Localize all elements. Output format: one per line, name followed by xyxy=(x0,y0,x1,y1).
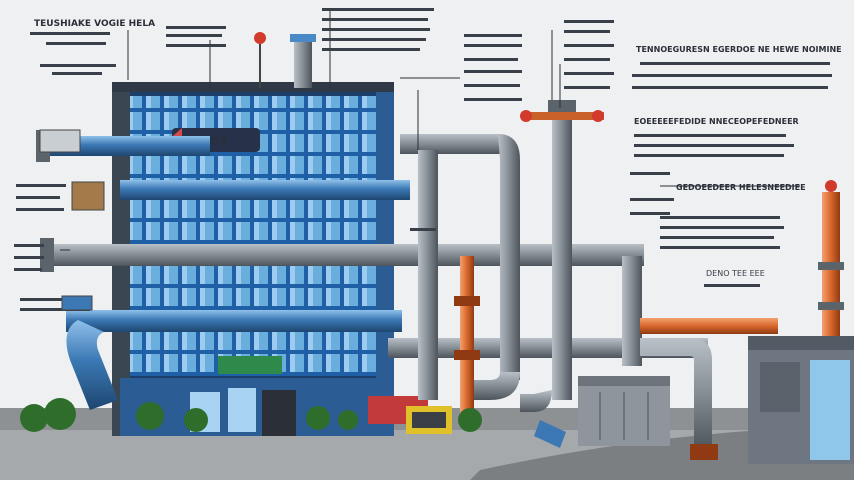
pipe-network xyxy=(36,100,778,460)
roof-warning-light xyxy=(254,32,266,44)
transformer-box xyxy=(578,376,670,446)
pipe-bottom-left-blue xyxy=(66,320,118,410)
fallen-pipe-segment xyxy=(534,420,566,448)
pipe-vertical-grey-a xyxy=(418,150,438,400)
pipe-horizontal-orange xyxy=(640,318,778,334)
pipe-mid-blue xyxy=(120,180,410,200)
pipe-vertical-orange xyxy=(460,256,474,416)
label-top-left-title: TEUSHIAKE VOGIE HELA xyxy=(34,19,155,29)
pipe-upper-blue xyxy=(40,136,210,156)
roof-stack xyxy=(294,38,312,88)
utility-building xyxy=(748,336,854,464)
annotation-text-blocks xyxy=(14,8,832,311)
orange-chimney xyxy=(818,180,844,336)
pipe-main-grey xyxy=(44,244,644,266)
shrubs xyxy=(20,398,482,432)
legend-icon-heater xyxy=(71,181,105,211)
legend-icon-panel xyxy=(61,295,93,311)
label-right-small-heading: GEDOEEDEER HELESNEEDIEE xyxy=(676,183,806,192)
label-right-top-heading: TENNOEGURESN EGERDOE NE HEWE NOIMINE xyxy=(636,45,842,54)
label-right-mid-heading: EOEEEEEFEDIDE NNECEOPEFEDNEER xyxy=(634,117,799,126)
pipe-lower-blue xyxy=(66,310,402,332)
pipe-vertical-grey-b xyxy=(552,110,572,400)
legend-icon-vent xyxy=(39,129,81,153)
label-right-small-caption: DENO TEE EEE xyxy=(706,269,765,278)
pipe-vertical-grey-c xyxy=(622,256,642,366)
entrance-door xyxy=(262,390,296,436)
